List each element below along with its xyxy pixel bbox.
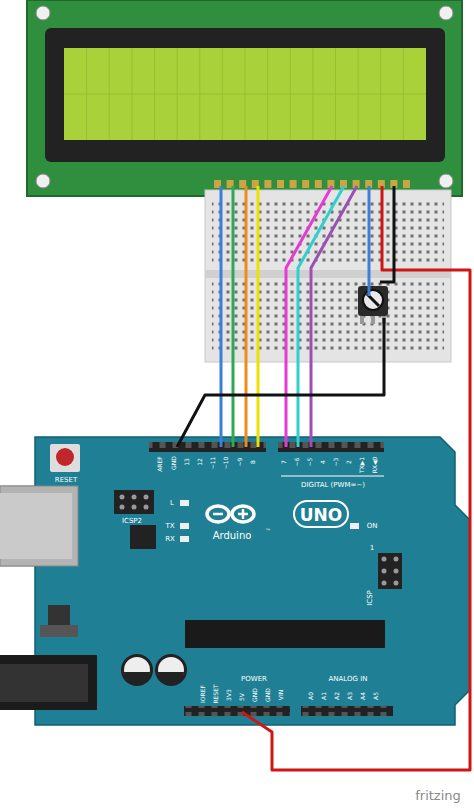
pin-label: 8	[250, 460, 256, 464]
pin-label: 7	[281, 460, 287, 464]
board-label: TX	[165, 523, 174, 530]
pin-label: 5V	[239, 693, 245, 701]
board-label: 1	[370, 545, 374, 552]
jumper-wires	[177, 186, 470, 770]
pin-label: RX◀0	[372, 457, 378, 474]
pin-label: GND	[265, 688, 271, 702]
pin-label: GND	[171, 456, 177, 470]
board-label: ICSP2	[122, 518, 142, 525]
pin-label: ~9	[237, 458, 243, 467]
board-label: Arduino	[213, 531, 252, 541]
pin-label: AREF	[157, 456, 163, 472]
pin-label: ~11	[210, 457, 216, 470]
board-label: ANALOG IN	[329, 676, 368, 683]
board-label: POWER	[241, 676, 267, 683]
board-label: L	[170, 500, 174, 507]
pin-label: A3	[347, 692, 353, 700]
board-label: RESET	[55, 477, 77, 484]
board-label: UNO	[300, 507, 342, 524]
pin-label: ~10	[223, 457, 229, 470]
pin-label: A0	[308, 692, 314, 700]
pin-label: GND	[252, 688, 258, 702]
pin-label: ICSP	[367, 590, 374, 606]
pin-label: 4	[320, 460, 326, 464]
pin-label: IOREF	[200, 685, 206, 703]
pin-label: 12	[197, 458, 203, 466]
arduino-uno-board	[0, 437, 470, 725]
board-label: ON	[367, 523, 378, 530]
pin-label: A5	[373, 692, 379, 700]
watermark: fritzing	[415, 789, 461, 802]
pin-label: VIN	[278, 690, 284, 700]
pin-label: TX▶1	[359, 457, 365, 473]
pin-label: 3V3	[226, 689, 232, 701]
pin-label: ~6	[294, 458, 300, 467]
pin-label: RESET	[213, 684, 219, 703]
pin-label: A2	[334, 692, 340, 700]
pin-label: 13	[184, 458, 190, 466]
pin-label: 2	[346, 460, 352, 464]
pin-label: ~3	[333, 458, 339, 467]
pin-label: A4	[360, 692, 366, 700]
board-label: DIGITAL (PWM=~)	[301, 482, 365, 489]
pin-label: ~5	[307, 458, 313, 467]
lcd-module	[27, 0, 462, 196]
board-label: ™	[265, 528, 271, 534]
pin-label: A1	[321, 692, 327, 700]
board-label: RX	[165, 536, 175, 543]
